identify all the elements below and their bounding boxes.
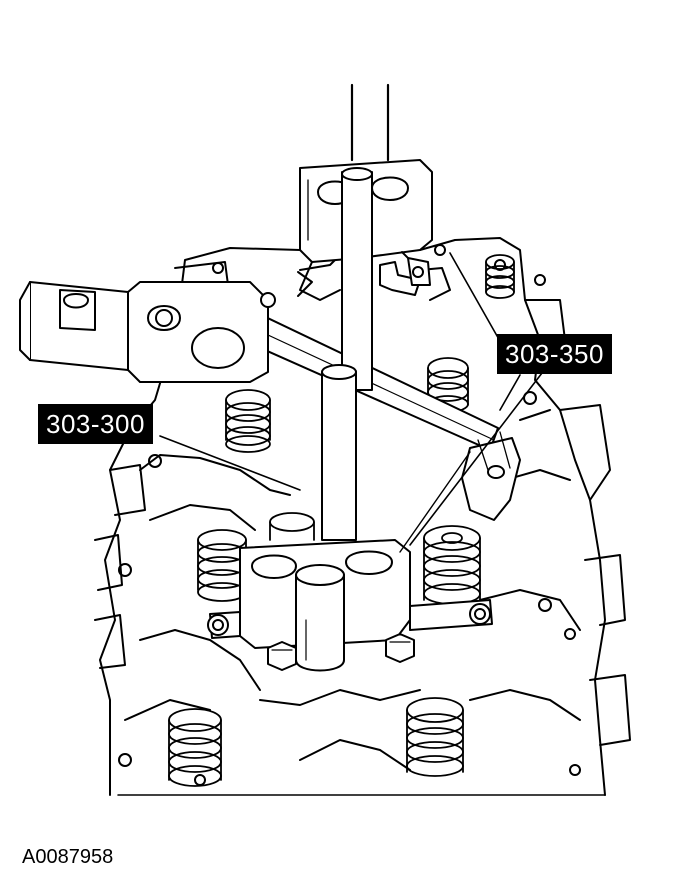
valve-spring-8 [269, 512, 315, 541]
callout-label-303-300: 303-300 [38, 404, 153, 444]
leader-line-303-300 [159, 435, 301, 491]
valve-spring-4 [423, 525, 481, 605]
valve-spring-7 [485, 254, 515, 299]
cylinder-head [94, 237, 631, 796]
valve-spring-5 [168, 708, 222, 787]
callout-leaders [159, 252, 553, 546]
compressor-tool-303-300 [207, 83, 493, 672]
figure-id: A0087958 [22, 846, 114, 868]
lever-tool-303-350 [19, 281, 521, 521]
leader-line-303-350-upper [449, 252, 506, 351]
leader-line-303-350-lower [409, 359, 553, 546]
valve-spring-6 [406, 697, 464, 777]
valve-spring-1 [225, 389, 271, 453]
callout-label-303-350: 303-350 [497, 334, 612, 374]
valve-spring-3 [197, 529, 247, 602]
leader-line-303-350 [499, 374, 521, 411]
